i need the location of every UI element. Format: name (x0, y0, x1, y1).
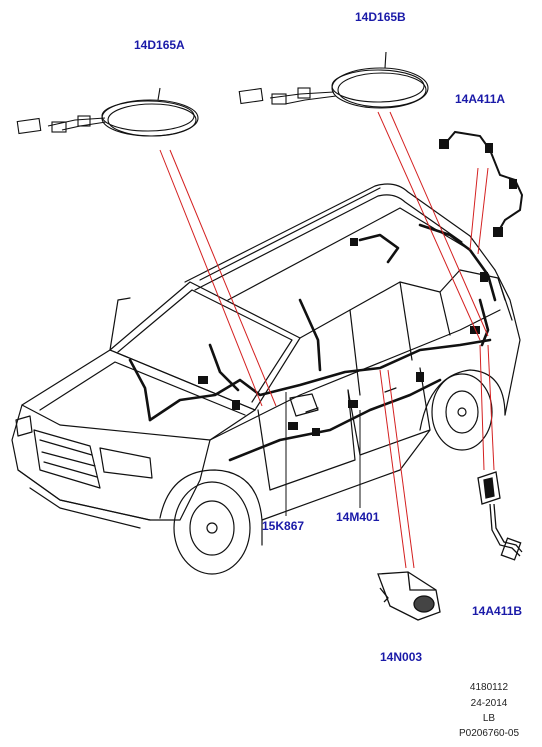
harness-14A411B (477, 471, 523, 561)
vehicle-outline (11, 183, 521, 575)
label-leaders (285, 392, 361, 516)
reference-line-3: LB (482, 713, 496, 724)
reference-line-2: 24-2014 (470, 698, 508, 709)
callout-14D165B: 14D165B (355, 10, 406, 24)
callout-14M401: 14M401 (336, 510, 380, 524)
callout-15K867: 15K867 (262, 519, 305, 533)
leader-lines (159, 111, 495, 569)
reference-line-1: 4180112 (469, 682, 509, 693)
callout-14A411A: 14A411A (455, 92, 506, 106)
callout-14A411B: 14A411B (472, 604, 523, 618)
module-14N003 (377, 571, 441, 621)
reference-line-4: P0206760-05 (458, 728, 520, 739)
harness-routing (128, 223, 497, 462)
harness-14A411A (439, 130, 524, 237)
harness-connectors (198, 238, 488, 436)
callout-14N003: 14N003 (380, 650, 423, 664)
harness-14D165B (238, 51, 429, 109)
callout-14D165A: 14D165A (134, 38, 185, 52)
harness-14D165A (16, 87, 199, 137)
